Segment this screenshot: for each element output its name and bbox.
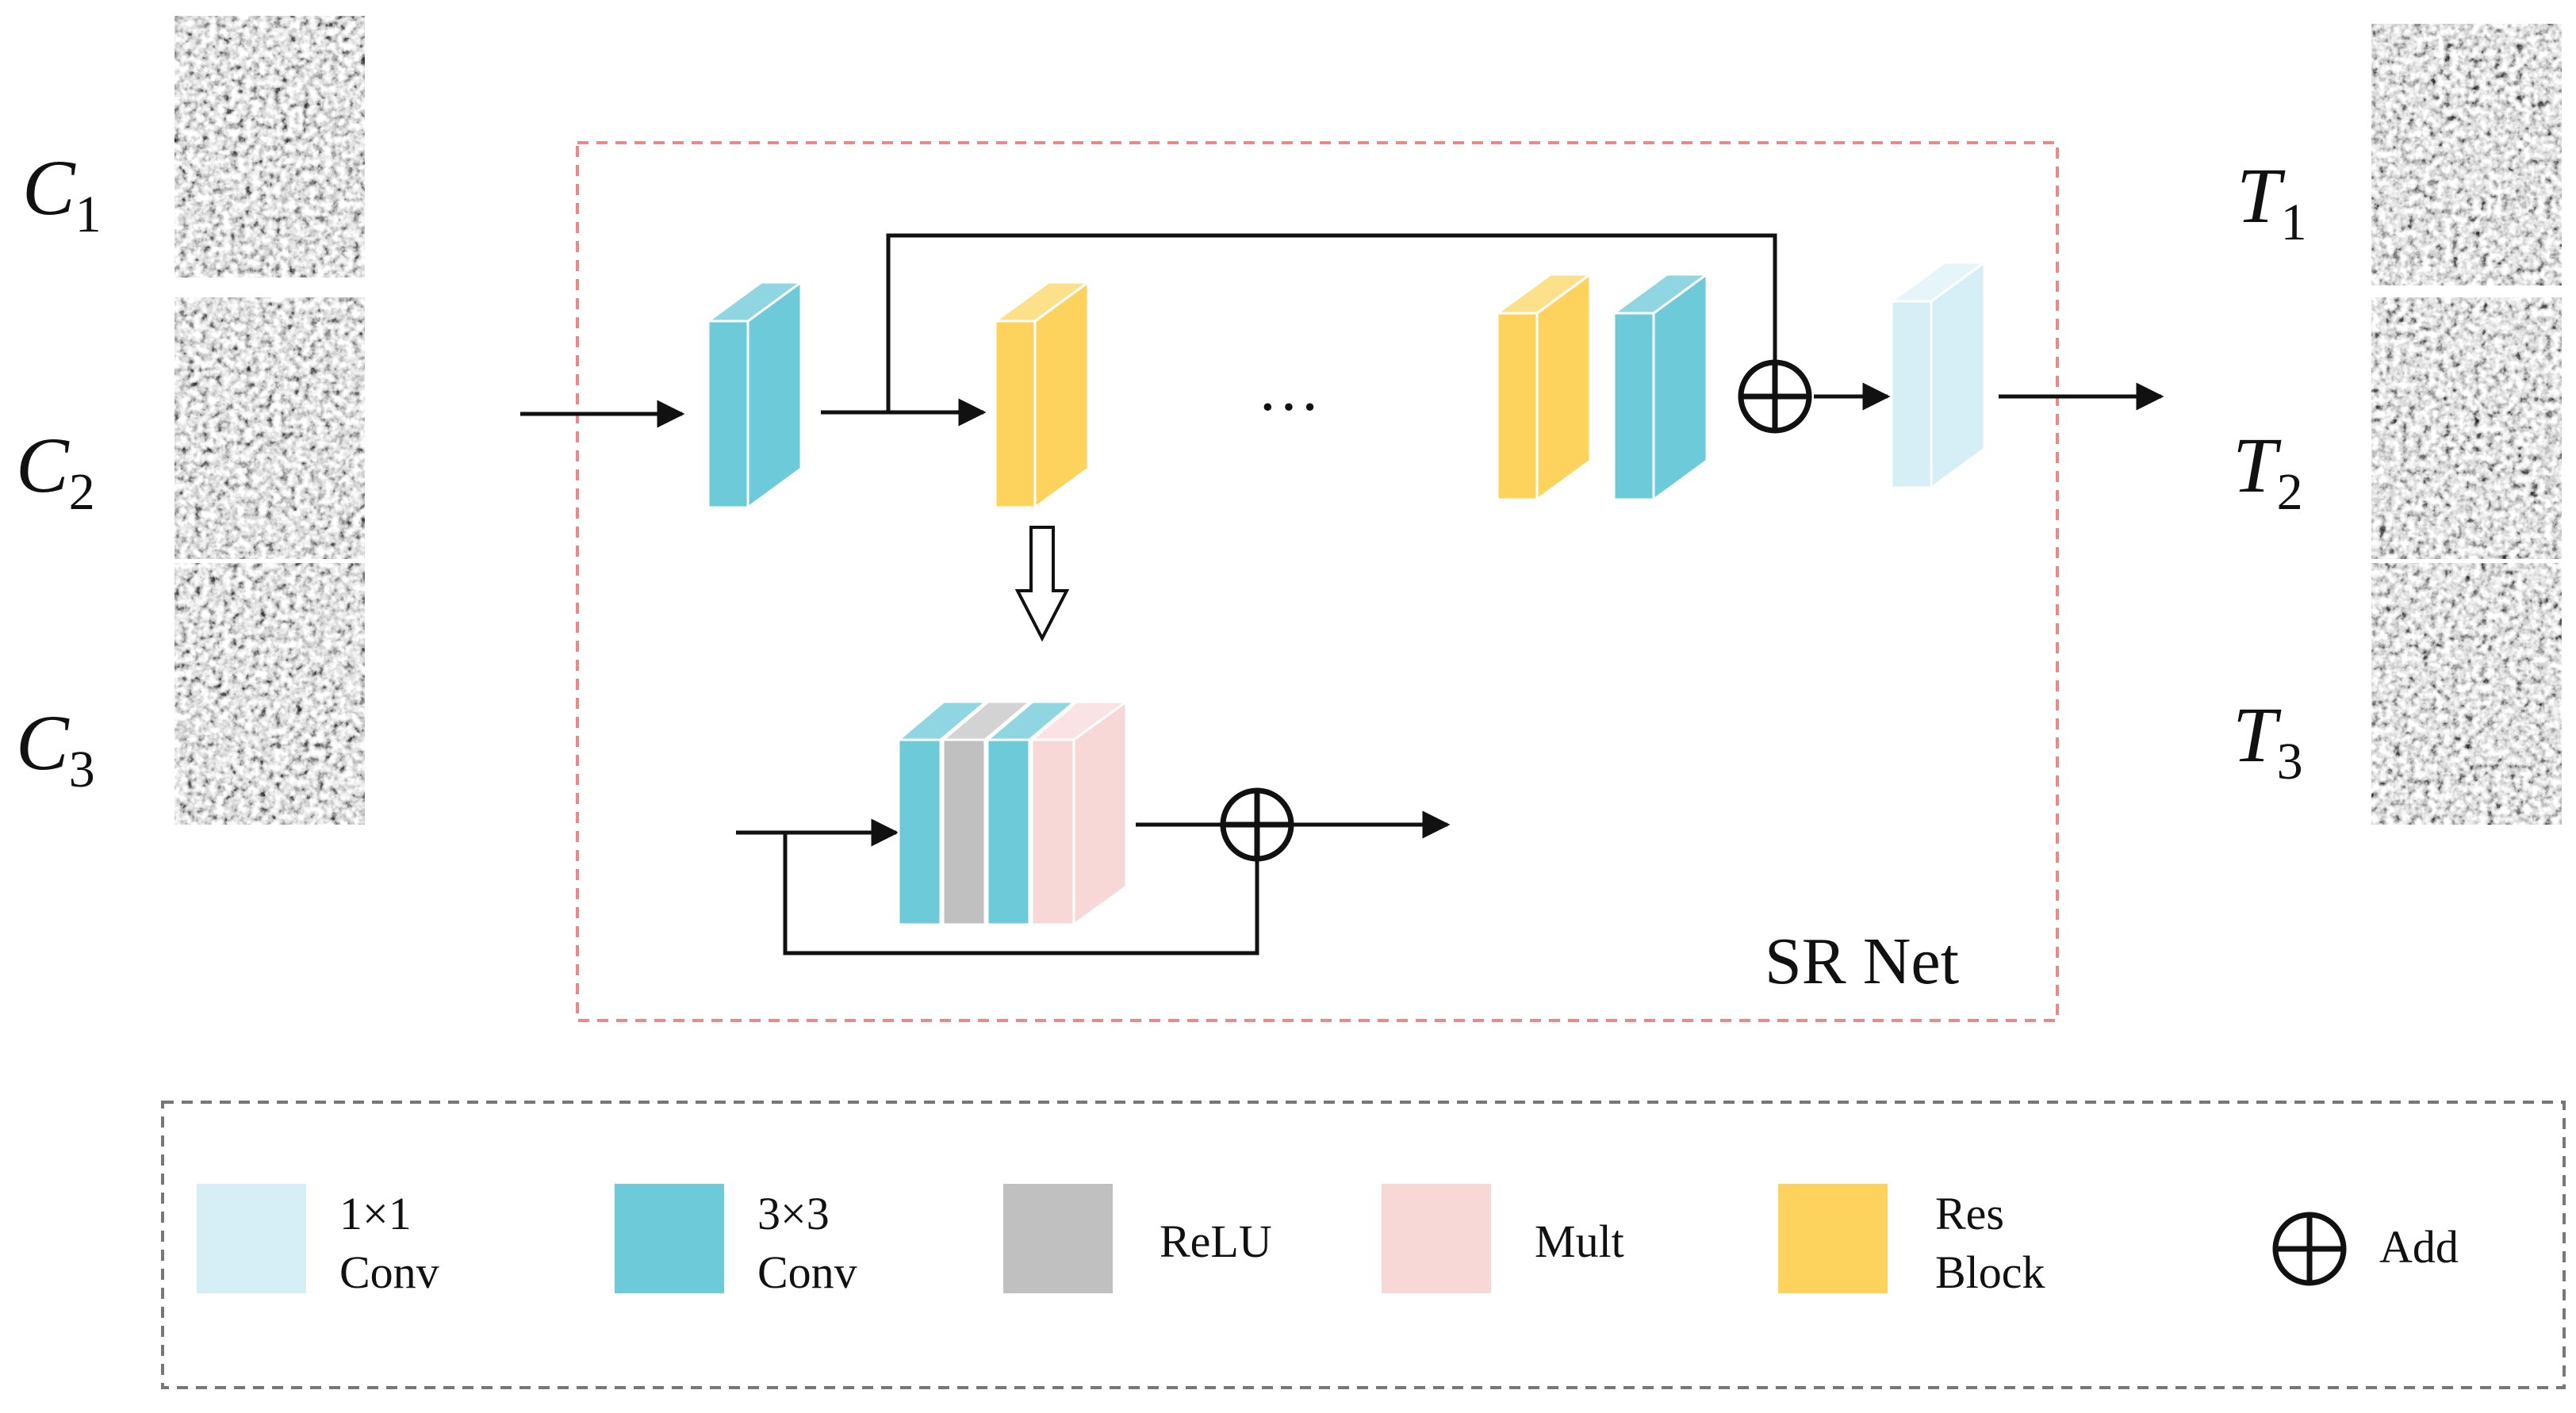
ellipsis: ··· (1257, 373, 1321, 442)
output-image-t1 (2371, 24, 2562, 285)
legend-conv1-line1: 1×1 (339, 1188, 412, 1239)
res-detail-conv3-a (897, 738, 942, 926)
input-image-c3 (174, 563, 365, 825)
output-label-t1: T1 (2237, 151, 2307, 251)
global-skip-connection (886, 233, 1777, 412)
legend-conv3-line2: Conv (757, 1246, 857, 1298)
output-label-t3: T3 (2233, 691, 2303, 791)
expand-arrow-icon (1014, 526, 1070, 642)
input-image-c1 (174, 16, 365, 278)
output-label-t2: T2 (2233, 421, 2303, 521)
output-image-t3 (2371, 563, 2562, 825)
conv3-block-first (704, 280, 805, 510)
legend-frame (161, 1101, 2566, 1389)
conv3-block-last (1610, 272, 1711, 502)
output-image-t2 (2371, 297, 2562, 559)
input-labels: C1 C2 C3 (16, 144, 102, 798)
legend-res-line1: Res (1935, 1188, 2004, 1239)
legend-swatch-mult (1382, 1184, 1491, 1293)
global-add-icon (1738, 359, 1812, 434)
output-images (2371, 24, 2562, 825)
res-add-icon (1220, 787, 1294, 862)
legend-add-label: Add (2379, 1221, 2459, 1273)
legend-swatch-relu (1003, 1184, 1113, 1293)
input-label-c2: C2 (16, 421, 95, 521)
res-detail-conv3-b (986, 738, 1031, 926)
output-labels: T1 T2 T3 (2233, 151, 2307, 791)
sr-net-label: SR Net (1765, 925, 1959, 998)
conv1-block (1888, 260, 1988, 490)
input-image-c2 (174, 297, 365, 559)
legend-conv1-line2: Conv (339, 1246, 439, 1298)
input-label-c1: C1 (22, 144, 102, 243)
legend-relu-label: ReLU (1160, 1216, 1272, 1267)
input-images (174, 16, 365, 825)
res-block-first (991, 280, 1092, 510)
res-detail-relu (941, 738, 987, 926)
res-input-line (736, 830, 1259, 955)
res-detail-mult (1030, 738, 1075, 926)
legend-conv3-line1: 3×3 (757, 1188, 830, 1239)
legend-swatch-res (1778, 1184, 1888, 1293)
legend-res-line2: Block (1935, 1246, 2045, 1298)
legend-mult-label: Mult (1535, 1216, 1624, 1267)
res-block-detail (736, 699, 1451, 955)
legend-swatch-conv1 (197, 1184, 306, 1293)
legend-swatch-conv3 (615, 1184, 724, 1293)
legend: 1×1 Conv 3×3 Conv ReLU Mult Res Block Ad… (161, 1101, 2566, 1389)
input-label-c3: C3 (16, 699, 95, 798)
sr-net-frame (576, 141, 2059, 1022)
res-block-last (1493, 272, 1594, 502)
legend-add-icon (2272, 1212, 2347, 1286)
